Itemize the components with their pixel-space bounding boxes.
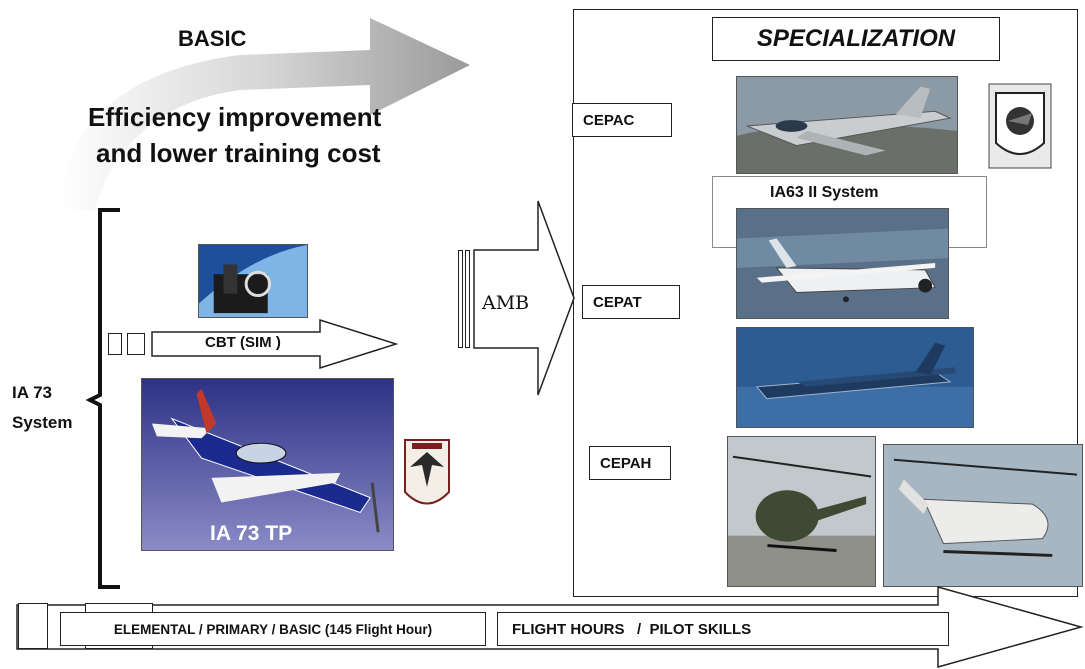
turboprop-photo xyxy=(736,327,974,428)
cbt-arrow xyxy=(151,318,399,370)
cepah-label: CEPAH xyxy=(600,454,652,472)
cepac-box: CEPAC xyxy=(572,103,672,137)
amb-label: AMB xyxy=(482,292,530,314)
ia73-tp-label: IA 73 TP xyxy=(210,522,293,545)
amb-bar-1 xyxy=(458,250,463,348)
small-box-1 xyxy=(108,333,122,355)
cepah-box: CEPAH xyxy=(589,446,671,480)
stage-label: ELEMENTAL / PRIMARY / BASIC (145 Flight … xyxy=(113,621,433,637)
transport-plane-photo xyxy=(736,208,949,319)
small-box-2 xyxy=(127,333,145,355)
eagle-badge-icon xyxy=(402,437,452,517)
skills-label: FLIGHT HOURS / PILOT SKILLS xyxy=(512,620,752,638)
skills-label-box: FLIGHT HOURS / PILOT SKILLS xyxy=(497,612,949,646)
ia63-system-label: IA63 II System xyxy=(770,184,879,201)
cepat-label: CEPAT xyxy=(593,293,642,311)
specialization-title-box: SPECIALIZATION xyxy=(712,17,1000,61)
utility-helicopter-photo xyxy=(883,444,1083,587)
specialization-panel xyxy=(573,9,1078,597)
specialization-title: SPECIALIZATION xyxy=(756,25,956,52)
squadron-badge-icon xyxy=(988,83,1052,169)
ia73-label-line1: IA 73 xyxy=(12,383,53,402)
basic-curved-arrow xyxy=(60,18,470,210)
bottom-small-box-1 xyxy=(18,603,48,649)
ia73-label-line2: System xyxy=(12,413,73,432)
ia73-bracket xyxy=(85,208,120,589)
amb-bar-2 xyxy=(465,250,470,348)
basic-label: BASIC xyxy=(178,26,247,51)
efficiency-line1: Efficiency improvement xyxy=(88,102,382,132)
ia73-render xyxy=(141,378,394,551)
efficiency-line2: and lower training cost xyxy=(96,138,381,168)
amb-arrow xyxy=(473,200,575,396)
cbt-label: CBT (SIM ) xyxy=(205,334,281,351)
cepat-box: CEPAT xyxy=(582,285,680,319)
jet-photo xyxy=(736,76,958,174)
cockpit-sim-photo xyxy=(198,244,308,318)
cepac-label: CEPAC xyxy=(583,111,635,129)
stage-label-box: ELEMENTAL / PRIMARY / BASIC (145 Flight … xyxy=(60,612,486,646)
helicopter-photo xyxy=(727,436,876,587)
